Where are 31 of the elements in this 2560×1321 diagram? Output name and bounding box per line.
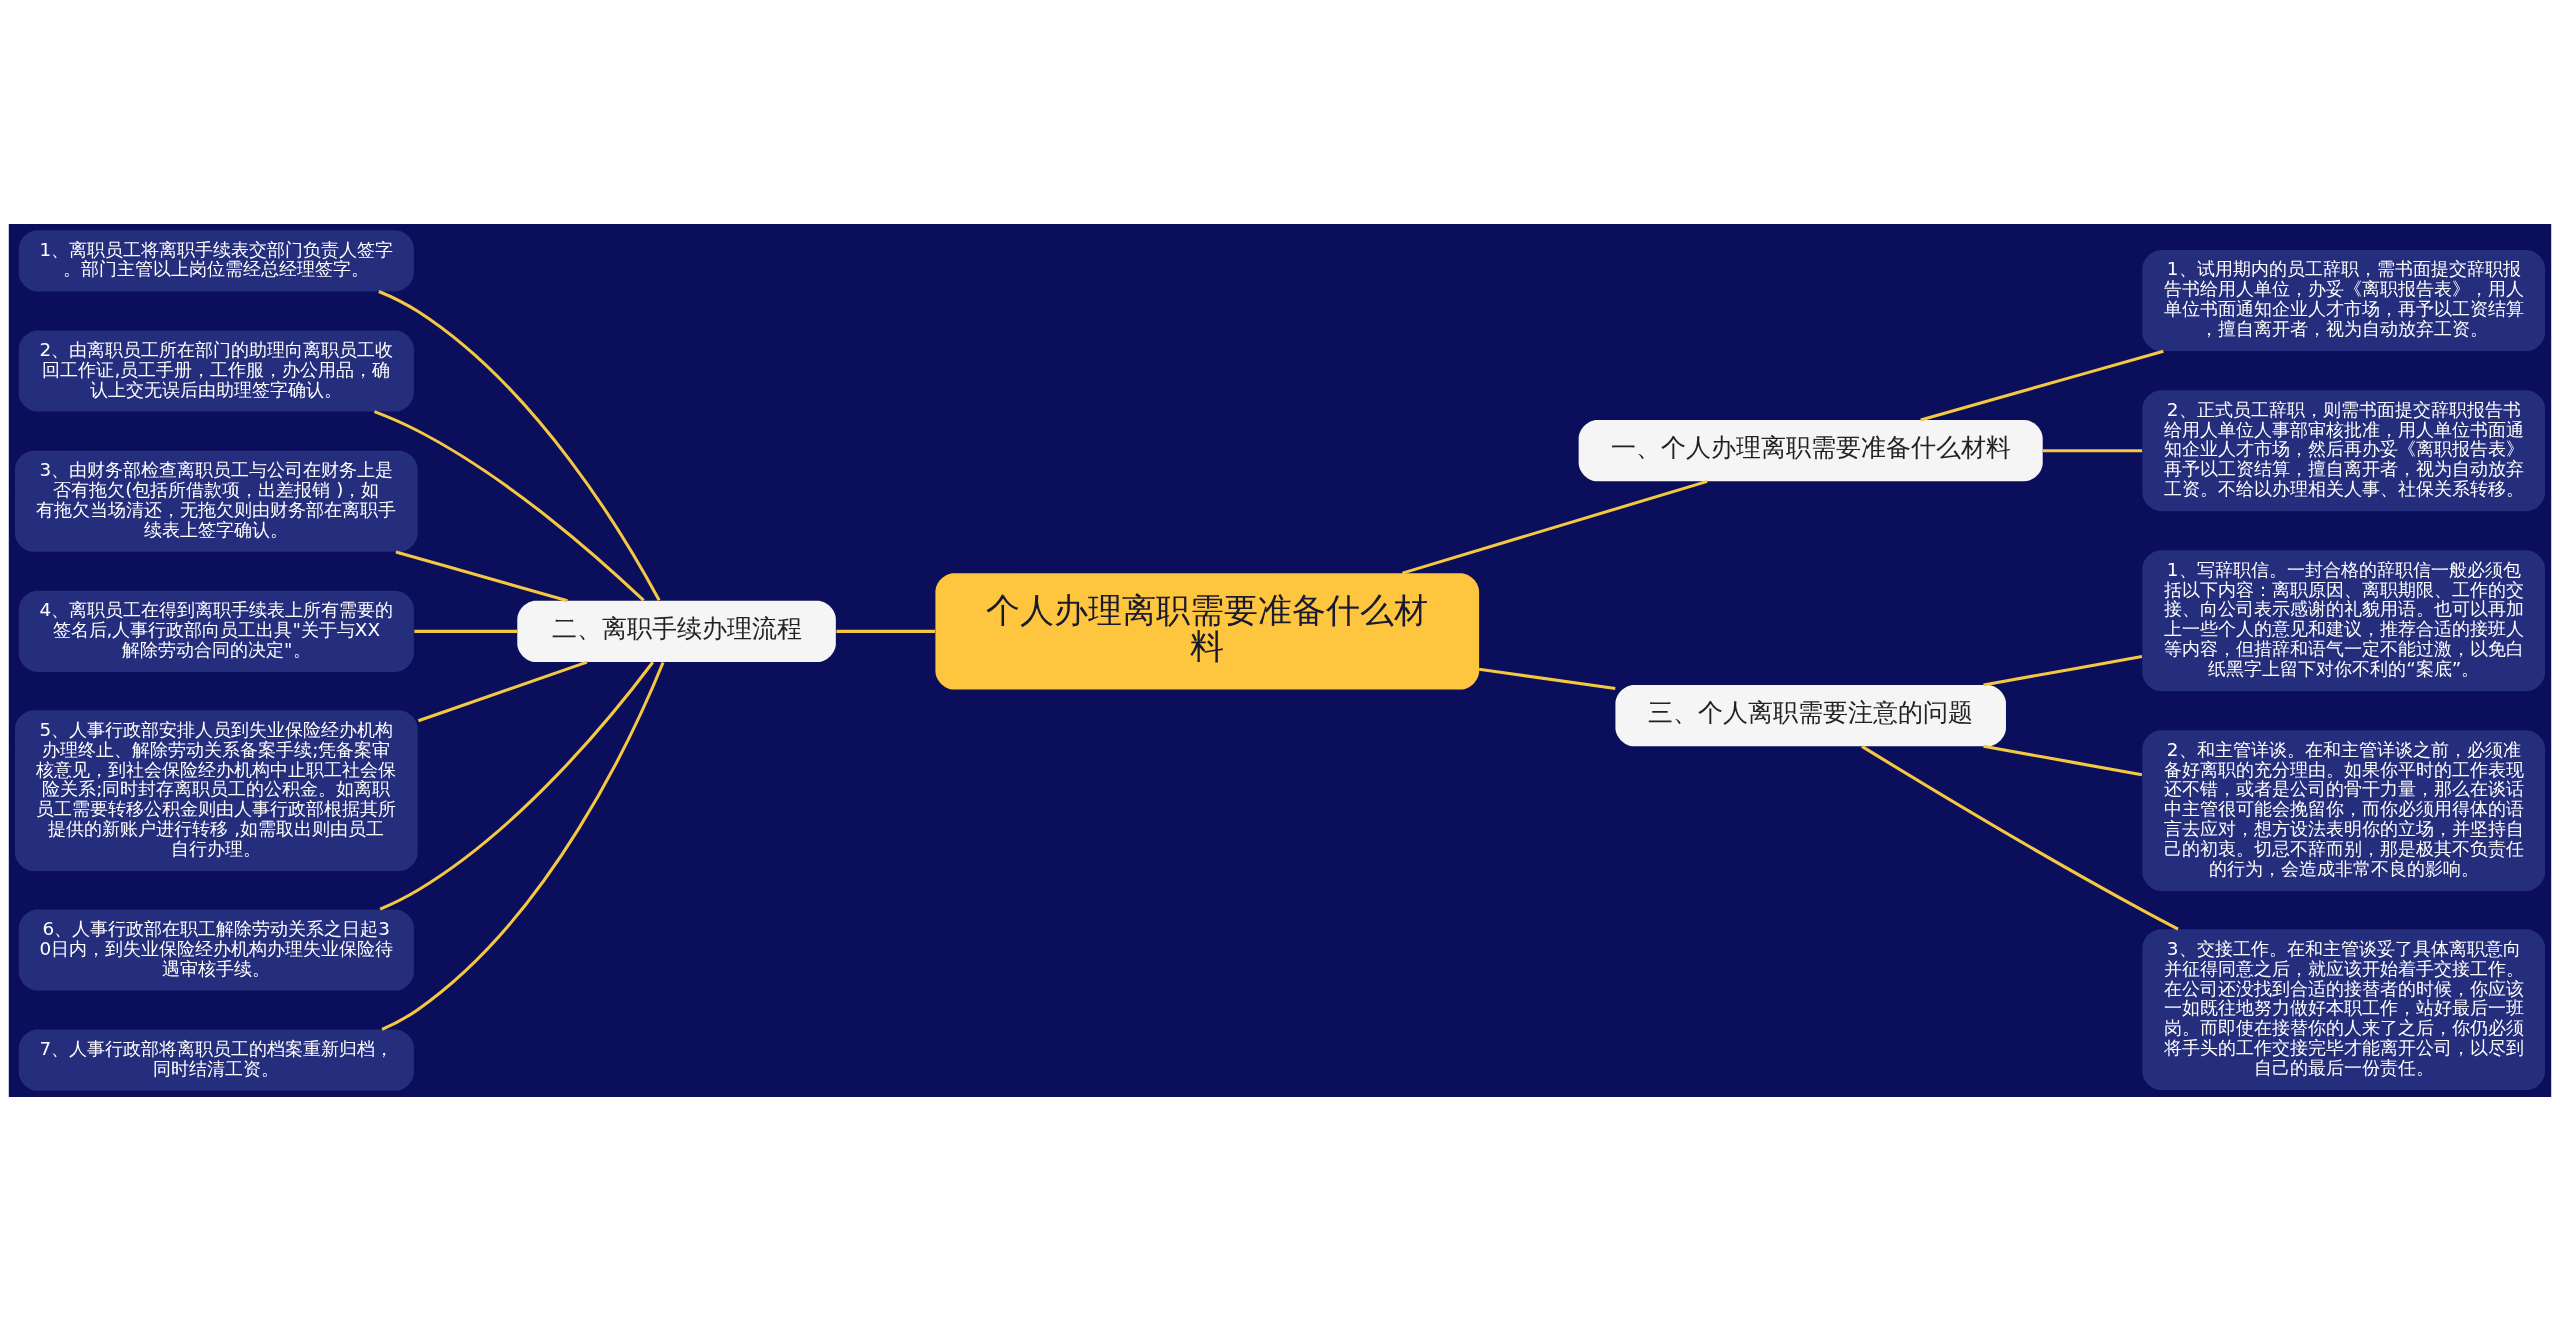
connector: [395, 550, 568, 603]
node-box: 3、交接工作。在和主管谈妥了具体离职意向并征得同意之后，就应该开始着手交接工作。在公司还没找到合适的接替者的时候，你应该一如既往地努力做好本职工作，站好最后一班岗。而即使在接替你的人来了之后，你仍必须将手头的工作交接完毕才能离开公司，以尽到自己的最后一份责任。: [2142, 929, 2546, 1091]
node-box: 2、和主管详谈。在和主管详谈之前，必须准备好离职的充分理由。如果你平时的工作表现还不错，或者是公司的骨干力量，那么在谈话中主管很可能会挽留你，而你必须用得体的语言去应对，想方设法表明你的立场，并坚持自己的初衷。切忌不辞而别，那是极其不负责任的行为，会造成非常不良的影响。: [2142, 730, 2546, 891]
connector: [1920, 349, 2164, 422]
connector: [1402, 479, 1708, 575]
node-box: 1、写辞职信。一封合格的辞职信一般必须包括以下内容：离职原因、离职期限、工作的交接、向公司表示感谢的礼貌用语。也可以再加上一些个人的意见和建议，推荐合适的接班人等内容，但措辞和语气一定不能过激，以免白纸黑字上留下对你不利的“案底”。: [2142, 550, 2546, 692]
connector: [381, 661, 665, 1031]
node-box: 1、离职员工将离职手续表交部门负责人签字。部门主管以上岗位需经总经理签字。: [18, 230, 414, 292]
node-box: 个人办理离职需要准备什么材料: [935, 573, 1480, 690]
connector: [414, 629, 518, 633]
connector: [1983, 744, 2143, 777]
node-box: 二、离职手续办理流程: [517, 600, 836, 663]
node-box: 3、由财务部检查离职员工与公司在财务上是否有拖欠(包括所借款项，出差报销 )，如有拖欠当场清还，无拖欠则由财务部在离职手续表上签字确认。: [14, 450, 418, 552]
node-box: 6、人事行政部在职工解除劳动关系之日起30日内，到失业保险经办机构办理失业保险待遇审核手续。: [18, 909, 414, 991]
node-box: 三、个人离职需要注意的问题: [1615, 685, 2006, 747]
connector: [1478, 667, 1616, 690]
connector: [417, 660, 588, 723]
connector: [379, 661, 655, 911]
node-box: 2、由离职员工所在部门的助理向离职员工收回工作证,员工手册，工作服，办公用品，确认上交无误后由助理签字确认。: [18, 330, 414, 412]
node-box: 4、离职员工在得到离职手续表上所有需要的签名后,人事行政部向员工出具"关于与XX解除劳动合同的决定"。: [18, 590, 414, 672]
connector: [1983, 655, 2143, 687]
connector: [1861, 745, 2179, 931]
connector: [836, 629, 936, 633]
node-box: 一、个人办理离职需要准备什么材料: [1578, 420, 2043, 482]
node-box: 1、试用期内的员工辞职，需书面提交辞职报告书给用人单位，办妥《离职报告表》，用人单位书面通知企业人才市场，再予以工资结算，擅自离开者，视为自动放弃工资。: [2142, 250, 2546, 352]
node-box: 7、人事行政部将离职员工的档案重新归档，同时结清工资。: [18, 1029, 414, 1091]
node-box: 5、人事行政部安排人员到失业保险经办机构办理终止、解除劳动关系备案手续;凭备案审核意见，到社会保险经办机构中止职工社会保险关系;同时封存离职员工的公积金。如离职员工需要转移公积金则由人事行政部根据其所提供的新账户进行转移 ,如需取出则由员工自行办理。: [14, 710, 418, 872]
node-box: 2、正式员工辞职，则需书面提交辞职报告书给用人单位人事部审核批准，用人单位书面通知企业人才市场，然后再办妥《离职报告表》再予以工资结算，擅自离开者，视为自动放弃工资。不给以办理相关人事、社保关系转移。: [2142, 390, 2546, 512]
connector: [378, 290, 661, 602]
connector: [2042, 449, 2143, 453]
connector: [373, 410, 645, 602]
